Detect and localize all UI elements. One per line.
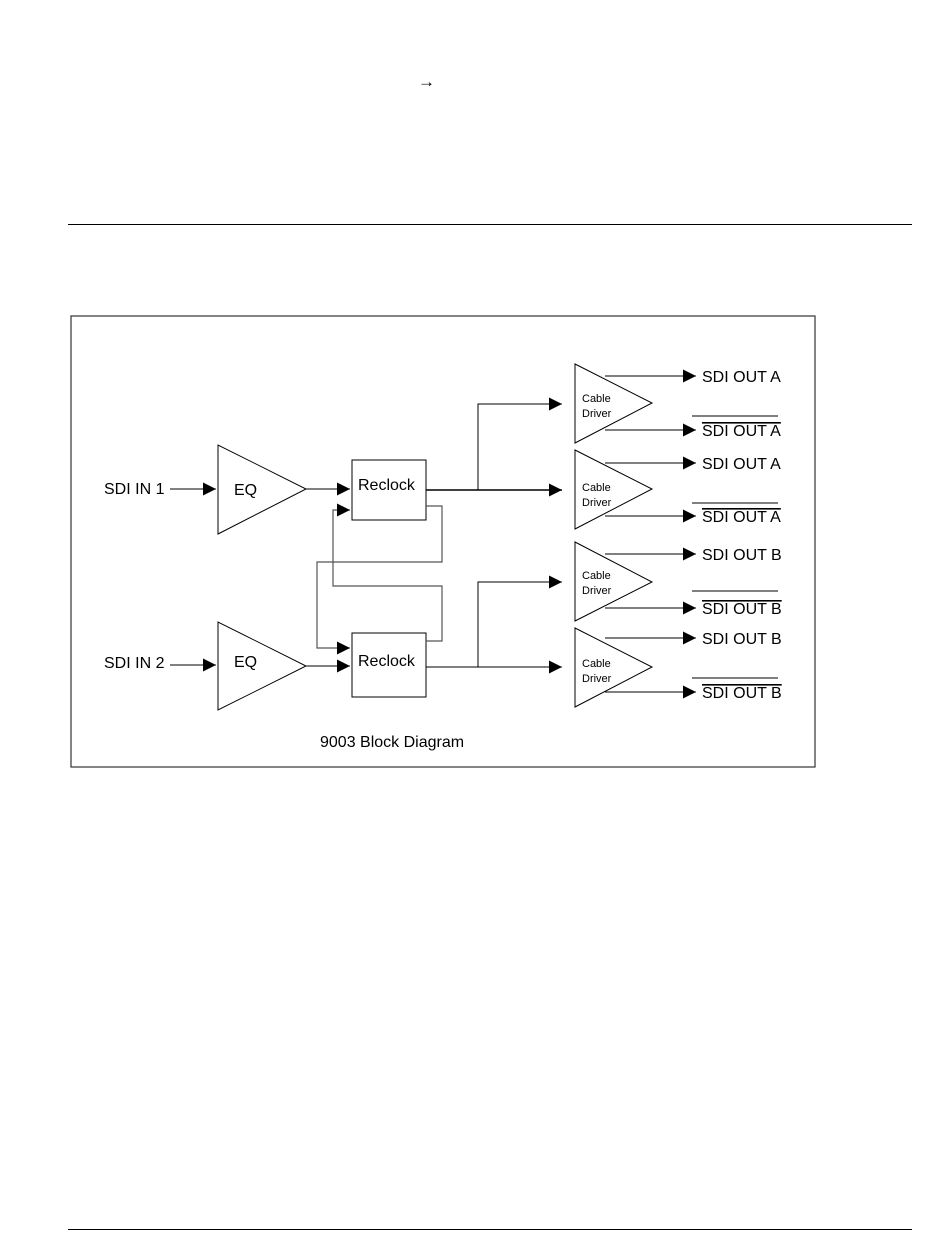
svg-text:Driver: Driver (582, 408, 612, 420)
svg-text:Reclock: Reclock (358, 477, 416, 494)
svg-text:Reclock: Reclock (358, 653, 416, 670)
equalizer-2: EQ (218, 622, 306, 710)
reclock2-to-driver3-wire (478, 582, 562, 667)
output-label-4: SDI OUT A (702, 509, 781, 526)
svg-text:Driver: Driver (582, 673, 612, 685)
svg-text:Cable: Cable (582, 482, 611, 494)
svg-text:Cable: Cable (582, 658, 611, 670)
equalizer-1: EQ (218, 445, 306, 534)
reclock-2: Reclock (352, 633, 426, 697)
cable-driver-4: Cable Driver (575, 628, 652, 707)
svg-text:Driver: Driver (582, 585, 612, 597)
bottom-divider (68, 1229, 912, 1230)
svg-text:Cable: Cable (582, 570, 611, 582)
svg-text:EQ: EQ (234, 654, 257, 671)
output-label-8: SDI OUT B (702, 685, 782, 702)
svg-text:Cable: Cable (582, 393, 611, 405)
cable-driver-2: Cable Driver (575, 450, 652, 529)
output-label-6: SDI OUT B (702, 601, 782, 618)
output-label-5: SDI OUT B (702, 547, 782, 564)
svg-text:EQ: EQ (234, 482, 257, 499)
output-label-1: SDI OUT A (702, 369, 781, 386)
output-label-7: SDI OUT B (702, 631, 782, 648)
reclock2-to-reclock1-feedback (333, 510, 442, 641)
reclock-1: Reclock (352, 460, 426, 520)
input-label-1: SDI IN 1 (104, 481, 165, 498)
output-label-2: SDI OUT A (702, 423, 781, 440)
input-label-2: SDI IN 2 (104, 655, 165, 672)
svg-text:Driver: Driver (582, 497, 612, 509)
reclock1-to-driver1-wire (478, 404, 562, 490)
diagram-caption: 9003 Block Diagram (320, 734, 464, 751)
output-label-3: SDI OUT A (702, 456, 781, 473)
reclock1-to-reclock2-feedback (317, 506, 442, 648)
